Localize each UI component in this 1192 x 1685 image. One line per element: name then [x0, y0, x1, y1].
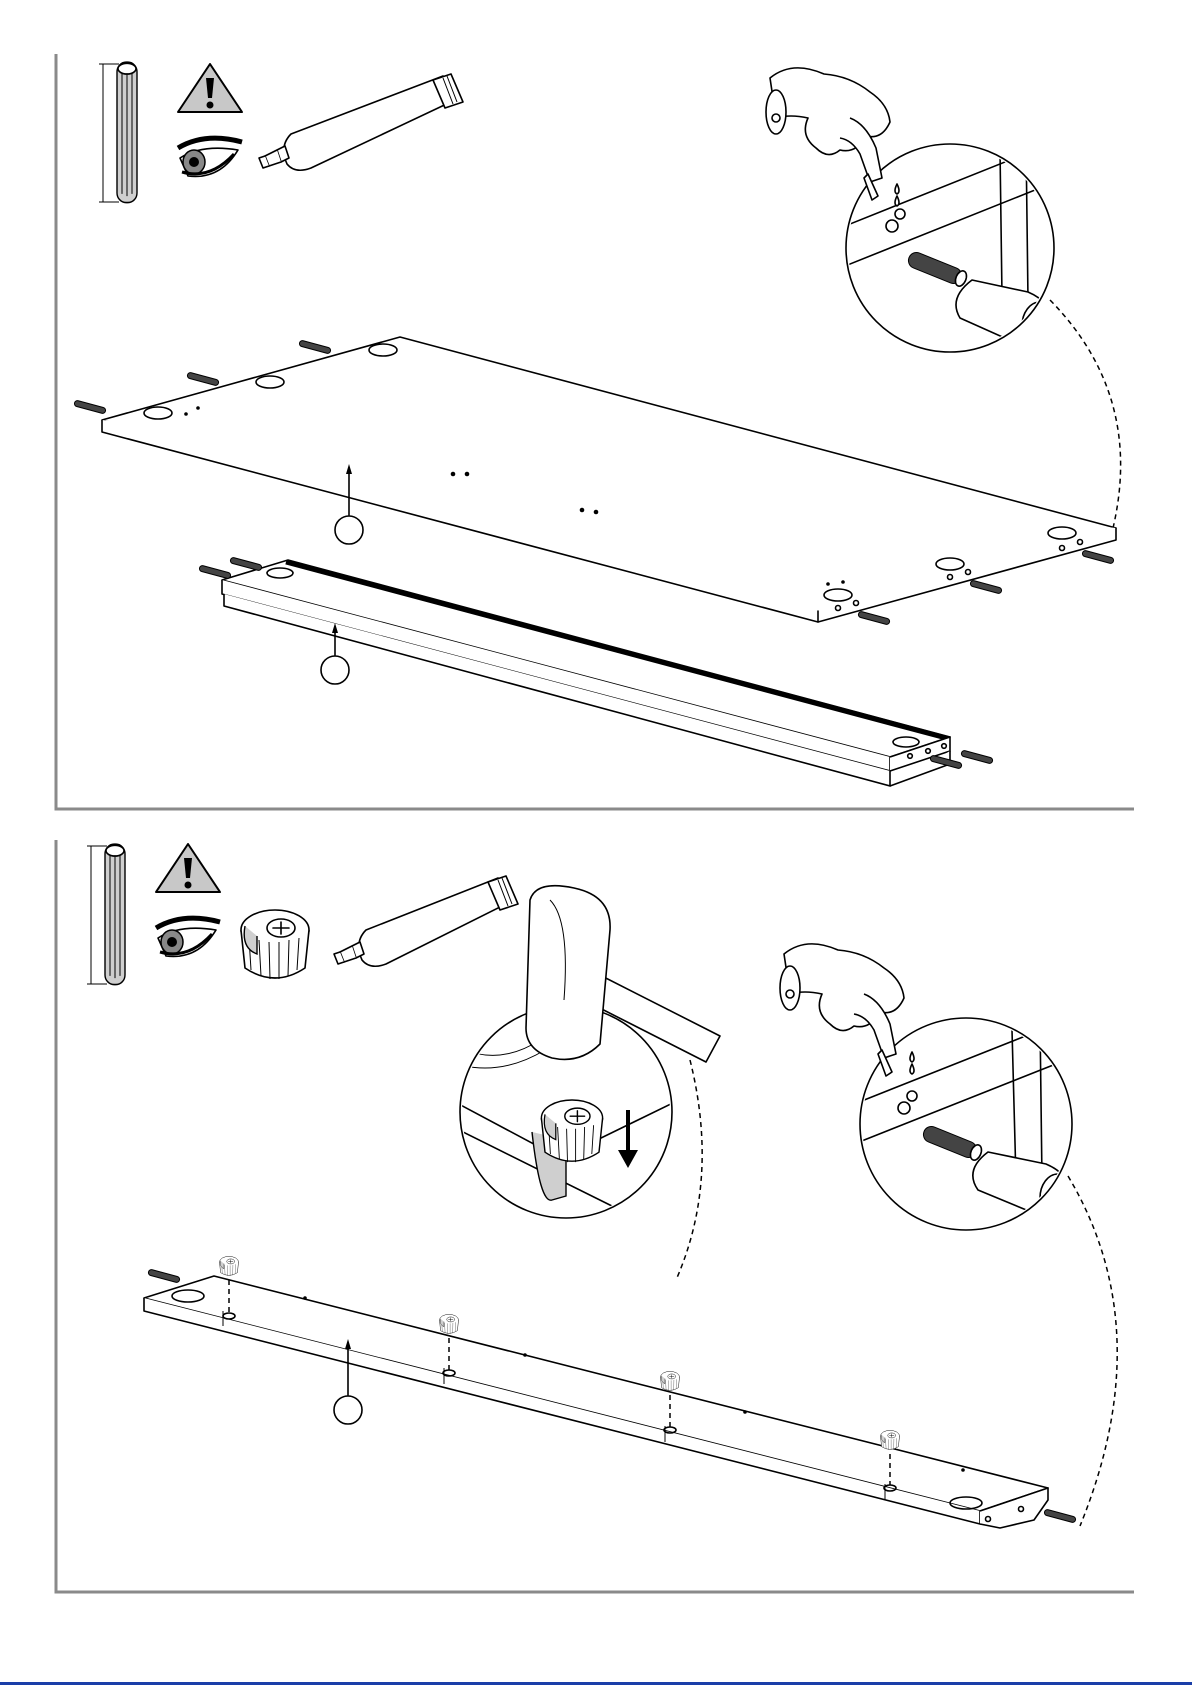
warning-icon-2: [156, 844, 220, 892]
callout-bottom-rail: [334, 1396, 362, 1424]
dowel-icon-2: [87, 844, 125, 984]
eye-icon: [178, 138, 242, 176]
dowel-icon: [99, 62, 137, 202]
callout-top-panel: [335, 516, 363, 544]
callout-rail: [321, 656, 349, 684]
cam-lock-insert-detail: [445, 886, 720, 1280]
glue-tube-icon: [259, 74, 463, 170]
bottom-rail: [144, 1256, 1076, 1528]
cam-lock-icon: [241, 910, 309, 979]
warning-icon: [178, 64, 242, 112]
eye-icon-2: [156, 918, 220, 956]
glue-tube-icon-2: [334, 876, 518, 966]
